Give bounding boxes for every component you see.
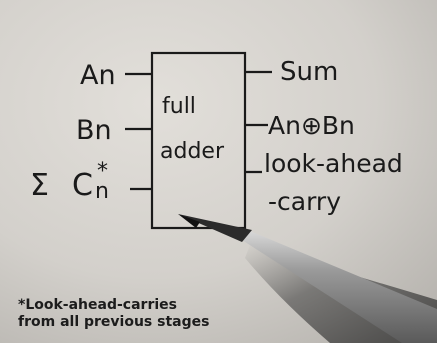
input-c-sigma: Σ: [30, 168, 49, 203]
output-lookahead-line1: look-ahead: [264, 149, 403, 178]
block-label-line1: full: [162, 94, 196, 119]
block-label-line2: adder: [160, 139, 225, 164]
output-sum-label: Sum: [280, 57, 338, 87]
output-lookahead-line2: -carry: [268, 187, 341, 216]
input-a-label: An: [80, 60, 116, 91]
footnote: *Look-ahead-carries from all previous st…: [18, 297, 209, 331]
footnote-line1: *Look-ahead-carries: [18, 297, 209, 314]
output-xor-label: An⊕Bn: [268, 111, 355, 140]
footnote-line2: from all previous stages: [18, 314, 209, 331]
input-c-letter: C: [72, 168, 93, 203]
input-b-label: Bn: [76, 115, 112, 146]
input-c-subscript: n: [95, 179, 109, 204]
